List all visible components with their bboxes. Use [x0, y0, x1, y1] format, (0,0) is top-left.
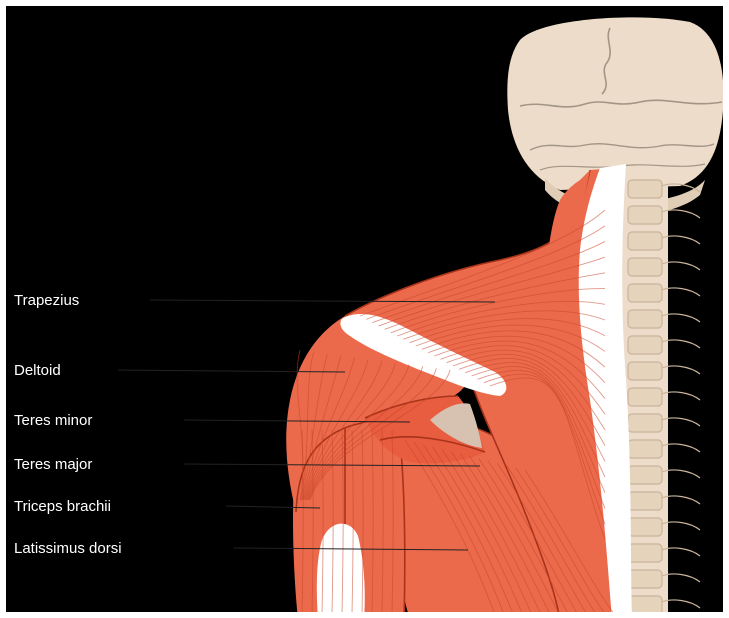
- vertebra: [628, 232, 662, 250]
- triceps-tendon: [317, 524, 365, 618]
- vertebra: [628, 336, 662, 354]
- vertebra: [628, 284, 662, 302]
- label-teres-major: Teres major: [14, 456, 92, 473]
- label-deltoid: Deltoid: [14, 362, 61, 379]
- vertebra: [628, 466, 662, 484]
- label-trapezius: Trapezius: [14, 292, 79, 309]
- vertebra: [628, 206, 662, 224]
- vertebra: [628, 258, 662, 276]
- vertebra: [628, 492, 662, 510]
- vertebra: [628, 310, 662, 328]
- label-latissimus-dorsi: Latissimus dorsi: [14, 540, 122, 557]
- label-teres-minor: Teres minor: [14, 412, 92, 429]
- vertebra: [628, 414, 662, 432]
- vertebra: [628, 518, 662, 536]
- vertebra: [628, 596, 662, 614]
- vertebra: [628, 570, 662, 588]
- label-triceps-brachii: Triceps brachii: [14, 498, 111, 515]
- vertebra: [628, 388, 662, 406]
- vertebra: [628, 362, 662, 380]
- vertebra: [628, 544, 662, 562]
- vertebra: [628, 180, 662, 198]
- vertebra: [628, 440, 662, 458]
